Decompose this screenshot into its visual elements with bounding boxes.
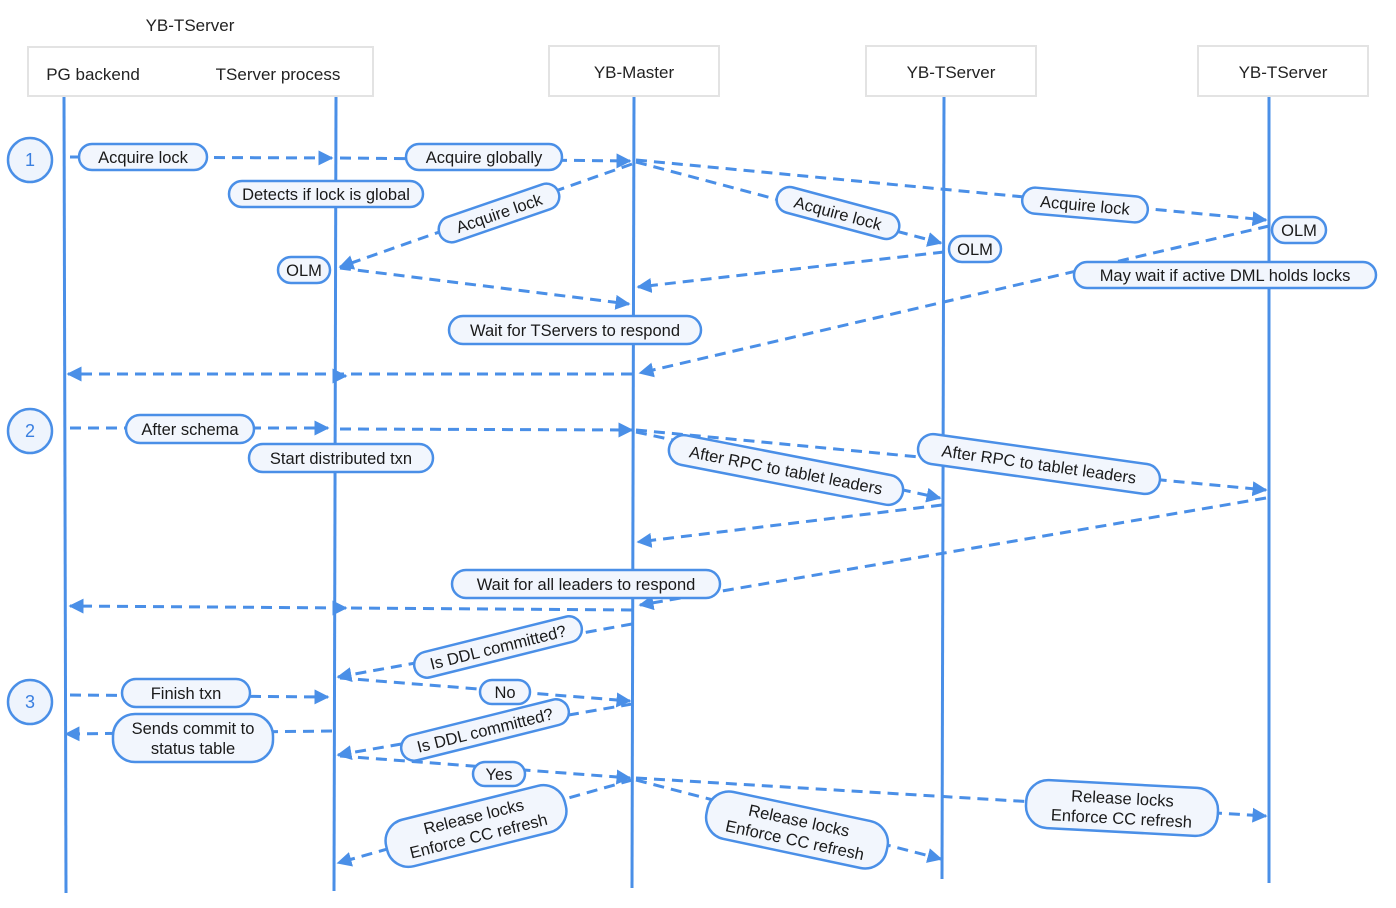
step-2-label: 2: [25, 421, 35, 441]
pill-after-schema: After schema: [124, 413, 256, 445]
step-1-label: 1: [25, 150, 35, 170]
lifeline-yb-tserver-2: [940, 96, 946, 880]
arrow-olm-ts2-response: [636, 250, 945, 293]
pill-acquire-globally: Acquire globally: [404, 142, 564, 172]
svg-text:After schema: After schema: [141, 421, 239, 439]
svg-text:Detects if lock is global: Detects if lock is global: [242, 186, 410, 204]
master-box: [548, 45, 720, 97]
header-yb-tserver-3: YB-TServer: [1239, 63, 1328, 82]
arrow-acquire-ts3: [635, 158, 1268, 227]
arrow-ts3-respond: [638, 496, 1267, 611]
pill-may-wait: May wait if active DML holds locks: [1072, 260, 1378, 290]
header-yb-master: YB-Master: [594, 63, 675, 82]
lifeline-tserver-process: [332, 96, 338, 892]
arrow-olm-local-response: [339, 266, 631, 310]
svg-text:Release locks: Release locks: [1071, 787, 1175, 810]
tserver3-box: [1197, 45, 1369, 97]
step-1-circle: [6, 136, 54, 184]
tserver2-box: [865, 45, 1037, 97]
step-2-circle: [6, 407, 54, 455]
lifelines: [62, 96, 1271, 894]
svg-text:OLM: OLM: [286, 262, 322, 280]
pills: Acquire lock Acquire globally Detects if…: [77, 142, 1378, 870]
pill-wait-leaders: Wait for all leaders to respond: [450, 568, 722, 600]
step-3-label: 3: [25, 692, 35, 712]
pill-olm-local: OLM: [276, 255, 332, 285]
pill-wait-tservers: Wait for TServers to respond: [447, 314, 703, 346]
pill-olm-ts2: OLM: [947, 234, 1003, 264]
pill-sends-commit: Sends commit to status table: [111, 712, 275, 764]
svg-text:Wait for TServers to respond: Wait for TServers to respond: [470, 322, 680, 340]
arrow-return-2: [68, 598, 633, 614]
pill-is-ddl-1: Is DDL committed?: [412, 615, 584, 679]
pill-release-ts3: Release locks Enforce CC refresh: [1024, 778, 1220, 838]
pill-is-ddl-2: Is DDL committed?: [399, 698, 571, 762]
pill-yes: Yes: [471, 760, 527, 788]
svg-text:Yes: Yes: [486, 766, 513, 784]
pill-no: No: [478, 678, 532, 706]
svg-text:May wait if active DML holds l: May wait if active DML holds locks: [1100, 267, 1351, 285]
arrow-ts2-respond: [636, 503, 943, 548]
arrow-to-master-2: [339, 422, 634, 438]
header-yb-tserver-2: YB-TServer: [907, 63, 996, 82]
group-title: YB-TServer: [146, 16, 235, 35]
header-pg-backend: PG backend: [46, 65, 140, 84]
svg-text:Wait for all leaders to respon: Wait for all leaders to respond: [477, 576, 696, 594]
pill-acquire-lock-back: Acquire lock: [437, 182, 561, 244]
svg-text:Start distributed txn: Start distributed txn: [270, 450, 412, 468]
lifeline-pg-backend: [62, 96, 68, 894]
step-3-circle: [6, 678, 54, 726]
header-group: YB-TServer PG backend TServer process YB…: [27, 16, 1369, 97]
svg-text:No: No: [494, 684, 515, 702]
step-markers: 1 2 3: [6, 136, 54, 726]
pill-start-txn: Start distributed txn: [247, 442, 435, 474]
header-tserver-process: TServer process: [216, 65, 341, 84]
lifeline-yb-master: [630, 96, 636, 889]
arrow-release-ts2: [635, 778, 943, 863]
svg-text:status table: status table: [151, 740, 235, 758]
pill-release-ts2: Release locks Enforce CC refresh: [704, 790, 890, 870]
svg-text:Acquire globally: Acquire globally: [426, 149, 543, 167]
svg-text:Sends commit to: Sends commit to: [132, 720, 255, 738]
svg-text:OLM: OLM: [1281, 222, 1317, 240]
svg-text:OLM: OLM: [957, 241, 993, 259]
pill-acquire-lock-1: Acquire lock: [77, 142, 209, 172]
pill-after-rpc-ts3: After RPC to tablet leaders: [916, 432, 1162, 496]
pill-acquire-lock-ts3: Acquire lock: [1020, 186, 1150, 224]
tserver-group-box: [27, 46, 374, 97]
pill-olm-ts3: OLM: [1270, 215, 1328, 245]
pill-finish-txn: Finish txn: [120, 677, 252, 709]
svg-text:Finish txn: Finish txn: [151, 685, 222, 703]
pill-detects-global: Detects if lock is global: [227, 179, 425, 209]
pill-release-local: Release locks Enforce CC refresh: [384, 783, 568, 869]
svg-text:Acquire lock: Acquire lock: [98, 149, 189, 167]
pill-acquire-lock-ts2: Acquire lock: [775, 185, 901, 241]
